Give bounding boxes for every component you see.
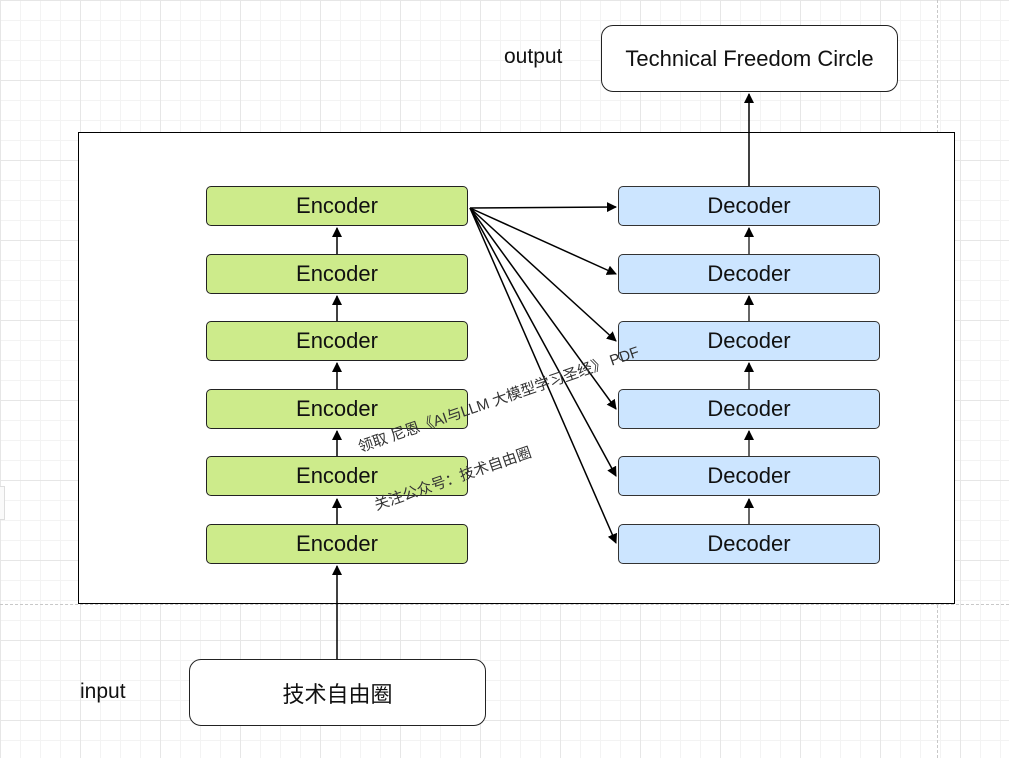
output-label: output [504, 45, 563, 68]
side-panel-handle[interactable] [0, 486, 5, 520]
input-label: input [80, 680, 126, 703]
encoder-block-3[interactable]: Encoder [206, 389, 468, 429]
encoder-block-6[interactable]: Encoder [206, 186, 468, 226]
decoder-block-4[interactable]: Decoder [618, 321, 880, 361]
decoder-block-1[interactable]: Decoder [618, 524, 880, 564]
encoder-block-1[interactable]: Encoder [206, 524, 468, 564]
decoder-block-5[interactable]: Decoder [618, 254, 880, 294]
decoder-block-3[interactable]: Decoder [618, 389, 880, 429]
decoder-block-6[interactable]: Decoder [618, 186, 880, 226]
encoder-block-4[interactable]: Encoder [206, 321, 468, 361]
encoder-block-5[interactable]: Encoder [206, 254, 468, 294]
output-box[interactable]: Technical Freedom Circle [601, 25, 898, 92]
decoder-block-2[interactable]: Decoder [618, 456, 880, 496]
canvas-guide-horizontal [0, 604, 1009, 605]
input-box[interactable]: 技术自由圈 [189, 659, 486, 726]
encoder-block-2[interactable]: Encoder [206, 456, 468, 496]
